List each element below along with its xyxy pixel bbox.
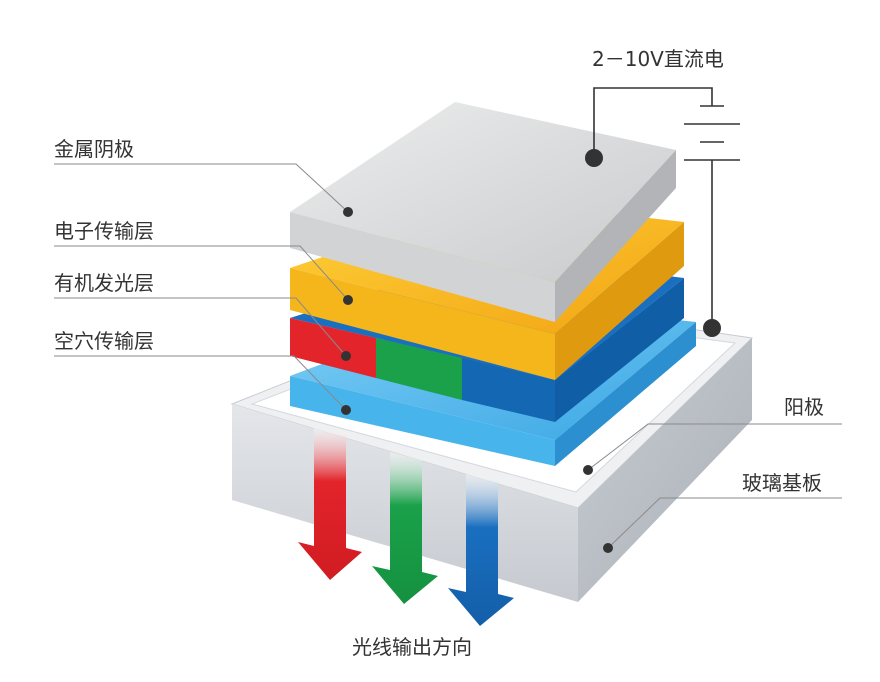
light-output-direction-label: 光线输出方向 [352,635,472,659]
text-labels: 金属阴极 电子传输层 有机发光层 空穴传输层 阳极 玻璃基板 光线输出方向 2－… [54,47,824,659]
cathode-terminal-dot [585,149,603,167]
electron-transport-front [290,268,555,380]
electron-transport-layer-label: 电子传输层 [54,219,154,243]
hole-transport-pin [341,405,351,415]
power-supply-circuit [585,87,740,337]
emissive-front-green [376,338,462,400]
anode-leader [587,423,842,471]
metal-cathode-side [555,150,676,322]
hole-transport-layer-label: 空穴传输层 [54,329,154,353]
glass-substrate-leader [607,497,842,549]
hole-transport-side [555,322,696,466]
emissive-side [555,278,684,422]
red-light-arrow [298,428,362,580]
glass-substrate-pin [603,543,613,553]
organic-emissive-pin [341,351,351,361]
anode-terminal-dot [703,319,721,337]
leader-pins [341,207,613,553]
organic-emissive-layer-label: 有机发光层 [54,271,154,295]
metal-cathode-front [290,212,555,322]
green-light-arrow [372,452,438,604]
anode-pin [583,465,593,475]
metal-cathode-top [290,102,676,282]
blue-light-arrow [448,474,514,626]
electron-transport-side [555,222,684,380]
metal-cathode-label: 金属阴极 [54,137,134,161]
metal-cathode-pin [343,207,353,217]
light-output-arrows [298,428,514,626]
emissive-front-red [290,318,376,378]
anode-label: 阳极 [784,395,824,419]
organic-emissive-leader [54,297,347,357]
metal-cathode-layer [290,102,676,322]
metal-cathode-leader [54,163,349,213]
glass-substrate-side [578,338,752,602]
glass-substrate-label: 玻璃基板 [742,471,822,495]
leader-lines [54,163,842,549]
hole-transport-leader [54,355,347,411]
electron-transport-pin [343,295,353,305]
electron-transport-leader [54,245,349,301]
cathode-wire [593,87,713,158]
emissive-front-blue [462,358,555,422]
hole-transport-front [290,376,555,466]
power-supply-label: 2－10V直流电 [592,47,724,71]
